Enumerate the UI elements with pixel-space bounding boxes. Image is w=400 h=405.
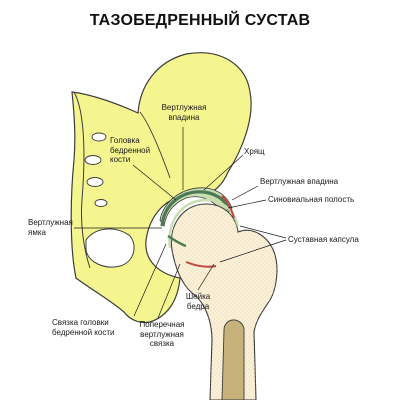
- sacrum-foramina: [84, 132, 108, 207]
- label-joint-capsule: Суставная капсула: [288, 235, 359, 244]
- leader-joint-capsule-2: [219, 239, 287, 263]
- synovial-membrane-lower: [185, 261, 217, 268]
- page-title: ТАЗОБЕДРЕННЫЙ СУСТАВ: [89, 12, 311, 29]
- leader-lig-head: [133, 243, 167, 317]
- marrow-cavity: [221, 319, 245, 401]
- leader-acetabulum-right: [231, 185, 259, 201]
- label-transverse-lig: Поперечная вертлужная связка: [139, 320, 185, 348]
- label-lig-head: Связка головки бедренной кости: [52, 318, 115, 337]
- label-cartilage: Хрящ: [244, 147, 265, 156]
- leader-joint-capsule-1: [239, 225, 287, 239]
- ligament-of-head: [167, 235, 187, 248]
- label-synovial-cavity: Синовиальная полость: [268, 195, 355, 204]
- leader-transverse-lig: [157, 263, 181, 319]
- femur-texture: [171, 204, 277, 400]
- leader-femoral-head: [132, 164, 177, 201]
- label-acetabulum-right: Вертлужная впадина: [260, 177, 339, 186]
- leader-lines: [74, 127, 287, 319]
- label-femoral-neck: Шейка бедра: [185, 292, 211, 311]
- leader-femoral-neck: [197, 263, 215, 291]
- articular-ring: [160, 190, 232, 227]
- sacrum-edge: [73, 91, 91, 269]
- label-femoral-head: Головка бедренной кости: [110, 136, 151, 164]
- label-acetabular-fossa: Вертлужная ямка: [28, 218, 73, 237]
- leader-synovial-cavity: [227, 199, 267, 209]
- label-acetabulum-top: Вертлужная впадина: [161, 103, 207, 122]
- obturator-foramen: [85, 228, 135, 268]
- leader-cartilage: [203, 154, 244, 191]
- synovial-membrane-upper: [221, 195, 235, 219]
- ilium-crest-line: [139, 111, 171, 179]
